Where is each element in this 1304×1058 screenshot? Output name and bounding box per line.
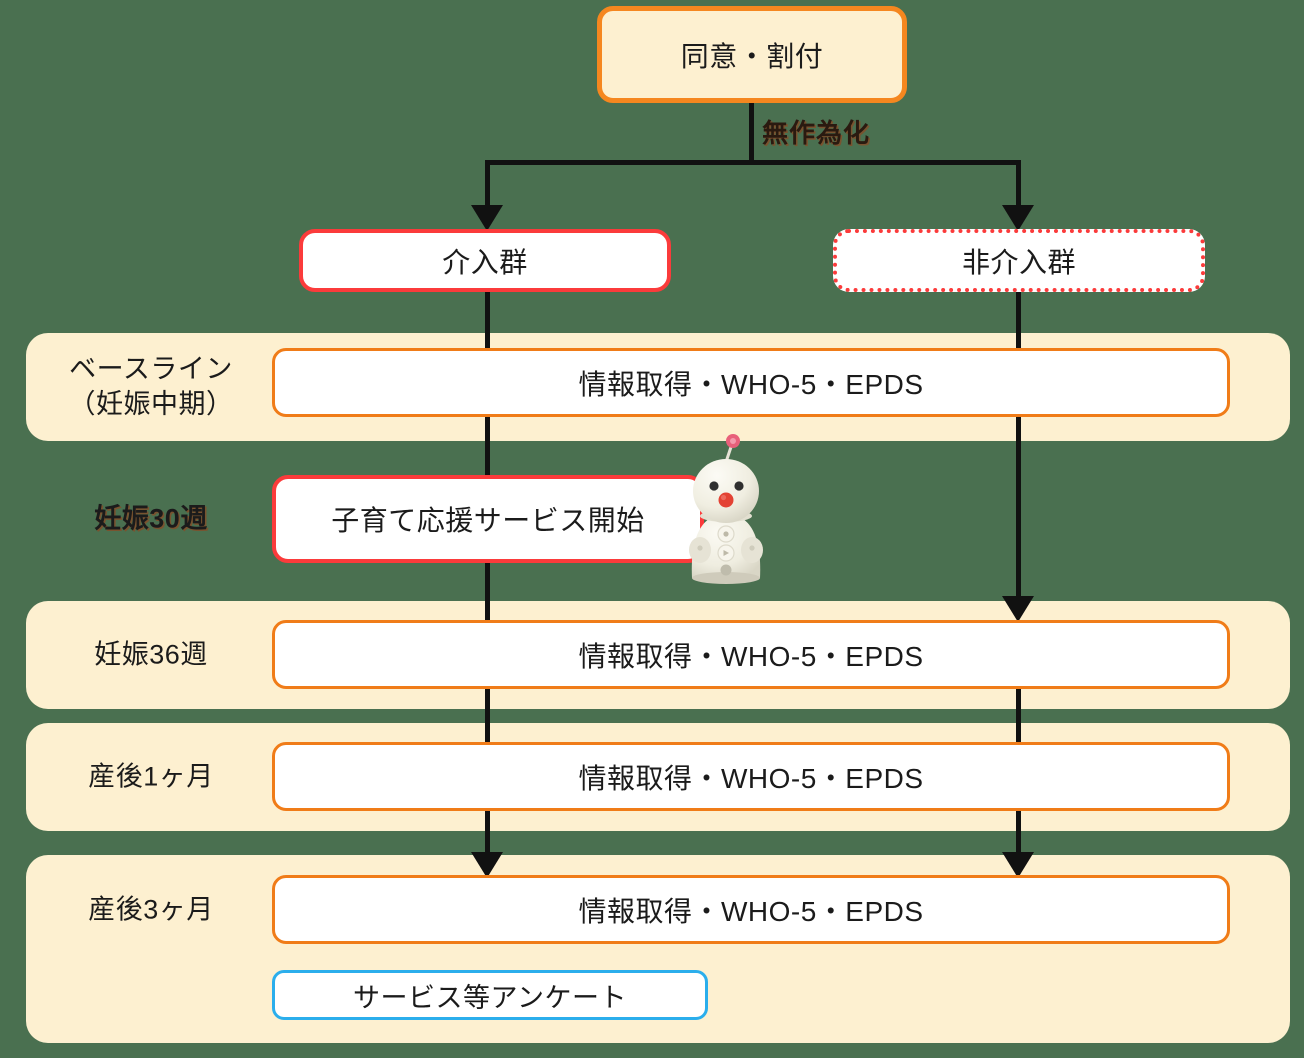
arrowhead-right-to-gw36 <box>1002 596 1034 622</box>
connector-left-spine-3 <box>485 562 490 624</box>
connector-enrollment-trunk <box>749 100 754 162</box>
band-label-pp3m-text: 産後3ヶ月 <box>88 894 214 925</box>
node-service-survey[interactable]: サービス等アンケート <box>272 970 708 1020</box>
node-assessment-pp3m[interactable]: 情報取得・WHO-5・EPDS <box>272 875 1230 944</box>
band-label-baseline: ベースライン （妊娠中期） <box>26 333 276 441</box>
node-assessment-baseline[interactable]: 情報取得・WHO-5・EPDS <box>272 348 1230 417</box>
band-label-gw30: 妊娠30週 <box>26 475 276 563</box>
connector-split-bar <box>485 160 1021 165</box>
node-arm-control[interactable]: 非介入群 <box>833 229 1205 292</box>
connector-left-spine-4 <box>485 688 490 746</box>
node-service-survey-label: サービス等アンケート <box>353 982 627 1013</box>
connector-right-branch <box>1016 160 1021 212</box>
band-label-pp3m: 産後3ヶ月 <box>26 855 276 965</box>
connector-right-spine-4 <box>1016 810 1021 872</box>
arrowhead-right-to-pp3m <box>1002 852 1034 878</box>
band-label-pp1m-text: 産後1ヶ月 <box>88 761 214 792</box>
arrowhead-to-intervention <box>471 205 503 231</box>
node-assessment-pp1m[interactable]: 情報取得・WHO-5・EPDS <box>272 742 1230 811</box>
node-service-start-label: 子育て応援サービス開始 <box>331 505 645 536</box>
arrowhead-to-control <box>1002 205 1034 231</box>
node-enrollment-label: 同意・割付 <box>680 40 824 72</box>
connector-right-spine-3 <box>1016 688 1021 746</box>
connector-left-spine-2 <box>485 416 490 478</box>
band-label-gw30-text: 妊娠30週 <box>94 503 208 534</box>
connector-left-spine-1 <box>485 292 490 356</box>
node-assessment-gw36-label: 情報取得・WHO-5・EPDS <box>578 640 924 672</box>
connector-right-spine-1 <box>1016 292 1021 356</box>
node-enrollment[interactable]: 同意・割付 <box>597 6 907 103</box>
arrowhead-left-to-pp3m <box>471 852 503 878</box>
band-label-gw36: 妊娠36週 <box>26 601 276 709</box>
node-arm-intervention[interactable]: 介入群 <box>299 229 671 292</box>
band-label-baseline-text: ベースライン （妊娠中期） <box>68 353 234 419</box>
connector-left-branch <box>485 160 490 212</box>
connector-right-spine-2 <box>1016 416 1021 608</box>
node-assessment-pp3m-label: 情報取得・WHO-5・EPDS <box>578 895 924 927</box>
band-label-pp1m: 産後1ヶ月 <box>26 723 276 831</box>
label-randomization: 無作為化 <box>762 118 871 148</box>
node-service-start[interactable]: 子育て応援サービス開始 <box>272 475 704 563</box>
node-arm-control-label: 非介入群 <box>961 246 1076 278</box>
childcare-support-robot-icon <box>672 428 780 584</box>
node-assessment-baseline-label: 情報取得・WHO-5・EPDS <box>578 368 924 400</box>
band-label-gw36-text: 妊娠36週 <box>94 639 208 670</box>
node-arm-intervention-label: 介入群 <box>442 246 528 278</box>
node-assessment-gw36[interactable]: 情報取得・WHO-5・EPDS <box>272 620 1230 689</box>
node-assessment-pp1m-label: 情報取得・WHO-5・EPDS <box>578 762 924 794</box>
connector-left-spine-5 <box>485 810 490 872</box>
